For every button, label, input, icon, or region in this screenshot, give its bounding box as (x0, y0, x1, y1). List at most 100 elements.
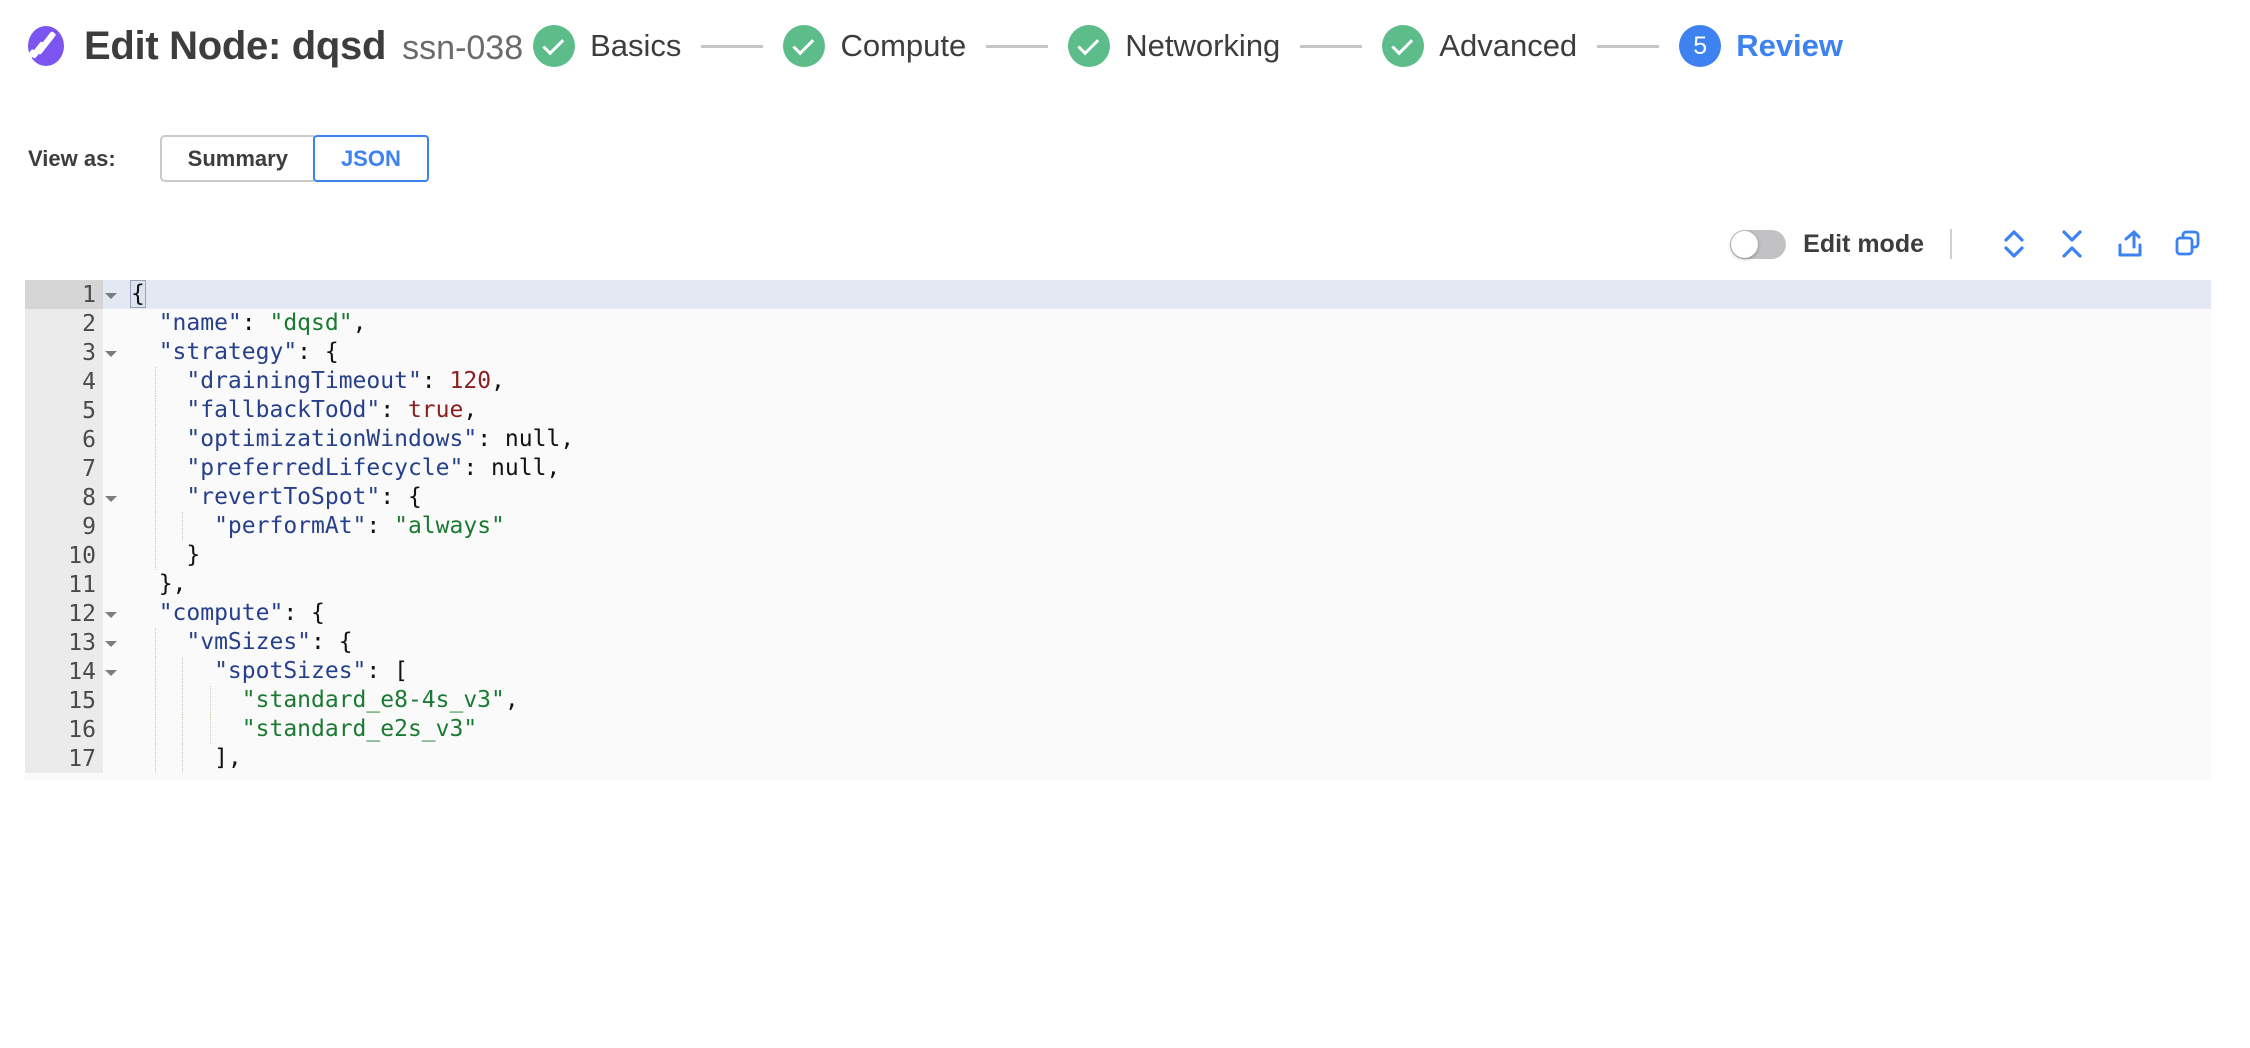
step-connector (1300, 44, 1363, 48)
indent-guide (154, 628, 156, 657)
step-label: Networking (1125, 28, 1281, 63)
stepper-item-networking[interactable]: Networking (1068, 25, 1280, 67)
code-token: "strategy" (131, 339, 298, 365)
code-line[interactable]: 13 "vmSizes": { (25, 628, 2211, 657)
fold-toggle-icon[interactable] (103, 638, 119, 647)
code-content: "compute": { (119, 599, 325, 628)
line-number: 13 (68, 629, 96, 656)
fold-toggle-icon[interactable] (103, 609, 119, 618)
code-content: "vmSizes": { (119, 628, 352, 657)
collapse-all-icon[interactable] (2050, 225, 2094, 263)
step-label: Advanced (1439, 28, 1578, 63)
indent-guide (154, 396, 156, 425)
code-token: "vmSizes" (131, 629, 312, 655)
code-token: : { (283, 600, 325, 626)
code-token: } (131, 542, 201, 568)
stepper-item-compute[interactable]: Compute (783, 25, 966, 67)
code-content: ], (119, 744, 242, 773)
code-content: "standard_e8-4s_v3", (119, 686, 519, 715)
json-code-editor[interactable]: 1{2 "name": "dqsd",3 "strategy": {4 "dra… (25, 280, 2211, 780)
step-number: 5 (1693, 31, 1708, 60)
check-icon (783, 25, 826, 67)
code-token: : { (380, 484, 422, 510)
code-line[interactable]: 1{ (25, 280, 2211, 309)
line-number: 6 (82, 426, 96, 453)
line-number: 2 (82, 310, 96, 337)
step-label: Compute (840, 28, 967, 63)
spot-logo-icon (22, 24, 66, 68)
code-token: "drainingTimeout" (131, 368, 422, 394)
code-line[interactable]: 3 "strategy": { (25, 338, 2211, 367)
line-number-gutter: 17 (25, 744, 103, 773)
line-number: 9 (82, 513, 96, 540)
view-as-label: View as: (28, 145, 116, 171)
code-content: } (119, 541, 200, 570)
code-token: "preferredLifecycle" (131, 455, 464, 481)
fold-toggle-icon[interactable] (103, 667, 119, 676)
line-number: 4 (82, 368, 96, 395)
step-number-badge: 5 (1679, 25, 1722, 67)
code-content: { (119, 280, 146, 309)
code-token: "name" (131, 310, 242, 336)
code-line[interactable]: 7 "preferredLifecycle": null, (25, 454, 2211, 483)
code-token: { (130, 280, 146, 308)
code-token: ], (131, 745, 242, 771)
step-connector (1597, 44, 1660, 48)
code-line[interactable]: 9 "performAt": "always" (25, 512, 2211, 541)
chevron-down-icon (105, 293, 117, 299)
indent-guide (154, 541, 156, 570)
code-content: "performAt": "always" (119, 512, 505, 541)
editor-toolbar: Edit mode (0, 222, 2250, 266)
code-line[interactable]: 2 "name": "dqsd", (25, 309, 2211, 338)
check-glyph (1391, 32, 1414, 55)
code-line[interactable]: 16 "standard_e2s_v3" (25, 715, 2211, 744)
code-line[interactable]: 15 "standard_e8-4s_v3", (25, 686, 2211, 715)
view-as-row: View as: Summary JSON (0, 135, 2250, 182)
code-token: : null, (477, 426, 575, 452)
fold-toggle-icon[interactable] (103, 348, 119, 357)
code-token: "standard_e8-4s_v3" (131, 687, 505, 713)
line-number-gutter: 13 (25, 628, 103, 657)
code-line[interactable]: 4 "drainingTimeout": 120, (25, 367, 2211, 396)
export-icon[interactable] (2108, 225, 2152, 263)
code-line[interactable]: 10 } (25, 541, 2211, 570)
edit-mode-toggle[interactable] (1730, 229, 1787, 259)
view-as-button-group: Summary JSON (159, 135, 429, 182)
view-as-json-button[interactable]: JSON (312, 135, 429, 182)
code-token: 120 (449, 368, 492, 394)
code-token: "optimizationWindows" (131, 426, 478, 452)
line-number: 16 (68, 716, 96, 743)
step-label: Basics (590, 28, 682, 63)
stepper-item-basics[interactable]: Basics (533, 25, 681, 67)
code-line[interactable]: 14 "spotSizes": [ (25, 657, 2211, 686)
expand-all-icon[interactable] (1992, 225, 2036, 263)
edit-mode-label: Edit mode (1803, 229, 1924, 258)
stepper-item-advanced[interactable]: Advanced (1382, 25, 1577, 67)
line-number-gutter: 2 (25, 309, 103, 338)
line-number: 11 (68, 571, 96, 598)
line-number-gutter: 14 (25, 657, 103, 686)
code-token: : null, (463, 455, 561, 481)
fold-toggle-icon[interactable] (103, 493, 119, 502)
view-as-summary-button[interactable]: Summary (159, 135, 314, 182)
code-line[interactable]: 11 }, (25, 570, 2211, 599)
check-glyph (792, 32, 815, 55)
indent-guide (154, 425, 156, 454)
code-line[interactable]: 8 "revertToSpot": { (25, 483, 2211, 512)
code-line[interactable]: 17 ], (25, 744, 2211, 773)
code-line[interactable]: 5 "fallbackToOd": true, (25, 396, 2211, 425)
code-token: "always" (394, 513, 505, 539)
line-number-gutter: 8 (25, 483, 103, 512)
copy-icon[interactable] (2166, 225, 2210, 263)
fold-toggle-icon[interactable] (103, 290, 119, 299)
check-icon (1382, 25, 1425, 67)
line-number: 5 (82, 397, 96, 424)
code-token: , (463, 397, 478, 423)
indent-guide (154, 686, 156, 715)
chevron-down-icon (105, 496, 117, 502)
code-token: true (407, 397, 464, 423)
code-line[interactable]: 6 "optimizationWindows": null, (25, 425, 2211, 454)
line-number-gutter: 1 (25, 280, 103, 309)
code-line[interactable]: 12 "compute": { (25, 599, 2211, 628)
